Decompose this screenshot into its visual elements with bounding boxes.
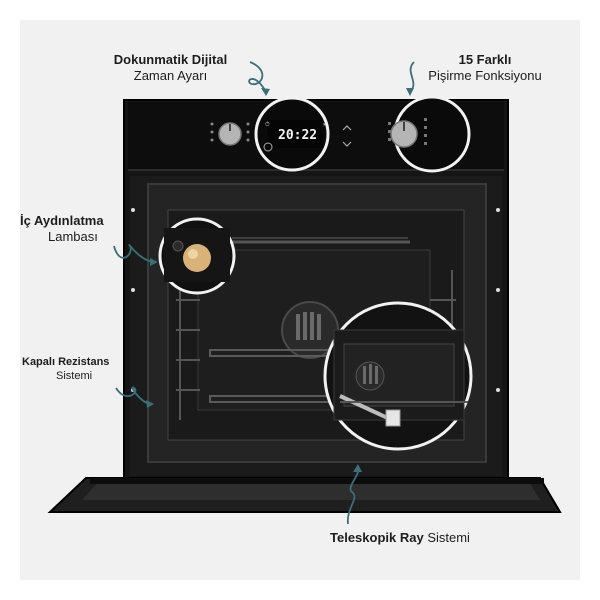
heater-callout: Kapalı Rezistans Sistemi [22, 356, 152, 384]
left-indicator-dots [210, 122, 250, 142]
telescopic-rail [339, 394, 393, 422]
up-touch-icon [342, 125, 352, 131]
down-touch-icon [342, 141, 352, 147]
svg-text:⏱: ⏱ [265, 121, 270, 128]
callout-arrows [113, 61, 415, 525]
timer-callout-sub: Zaman Ayarı [133, 68, 208, 84]
heater-callout-title: Kapalı Rezistans [22, 356, 110, 368]
lamp-arrow [113, 244, 156, 263]
mounting-holes [131, 208, 500, 392]
timer-display [267, 120, 323, 148]
function-icons [388, 118, 427, 145]
functions-callout-title: 15 Farklı [458, 52, 512, 67]
rails-callout-title: Teleskopik Ray [330, 530, 424, 545]
timer-callout: Dokunmatik Dijital Zaman Ayarı [88, 52, 253, 85]
rails-callout: Teleskopik Ray Sistemi [330, 530, 530, 546]
power-touch-icon [263, 142, 273, 152]
functions-callout-sub: Pişirme Fonksiyonu [428, 68, 542, 84]
functions-callout: 15 Farklı Pişirme Fonksiyonu [400, 52, 570, 85]
function-knob [390, 120, 418, 148]
timer-arrow [248, 61, 267, 93]
heater-callout-sub: Sistemi [56, 369, 93, 382]
lamp-callout-title: İç Aydınlatma [20, 213, 104, 228]
rails-arrow [347, 469, 359, 525]
svg-text:◑: ◑ [322, 122, 326, 128]
temperature-knob [218, 122, 242, 146]
timer-time: 20:22 [278, 128, 317, 143]
timer-callout-title: Dokunmatik Dijital [113, 52, 228, 67]
lamp-callout: İç Aydınlatma Lambası [20, 213, 150, 246]
rails-callout-sub: Sistemi [423, 530, 470, 545]
lamp-callout-sub: Lambası [48, 229, 98, 245]
lamp-bulb [183, 244, 211, 272]
heater-arrow [115, 386, 151, 405]
